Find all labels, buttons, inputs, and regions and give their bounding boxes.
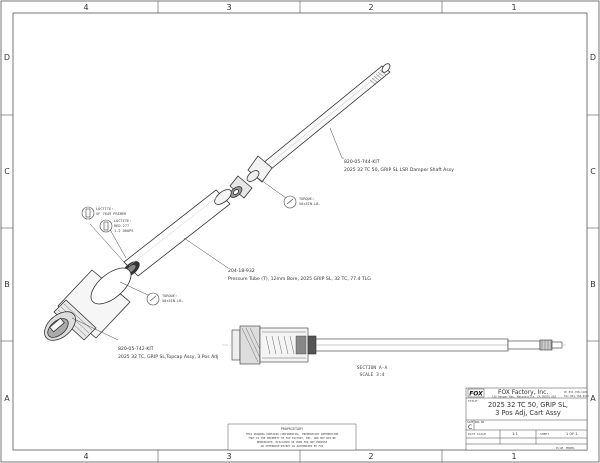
zone-col-bottom-2: 2: [368, 452, 373, 461]
shaft-collar: [247, 155, 273, 183]
proe-value: MODEL: [566, 446, 575, 450]
proprietary-notice: PROPRIETARY THIS DRAWING CONTAINS CONFID…: [227, 423, 357, 451]
zone-row-left-b: B: [4, 280, 10, 289]
topcap-part-number: 820-05-742-KIT: [118, 346, 154, 352]
inner-border: [12, 12, 588, 451]
sheet-label: SHEET: [540, 432, 549, 436]
shaft-part-number: 820-05-744-KIT: [344, 159, 380, 165]
tube-description: Pressure Tube (T), 12mm Bore, 2025 GRIP …: [228, 276, 371, 282]
zone-col-bottom-1: 1: [511, 452, 516, 461]
section-view: [222, 325, 566, 365]
plot-scale-label: PLOT SCALE: [468, 432, 486, 436]
loctite-a-label: LOCTITE:: [96, 207, 113, 211]
topcap-assembly: [44, 267, 132, 341]
company-address: 130 Hangar Way, Watsonville, CA 95076 US…: [492, 394, 556, 398]
section-label: SECTION A-A: [357, 365, 388, 371]
fox-logo: FOX: [467, 388, 485, 398]
notice-line-3: REPRODUCED, DISCLOSED OR USED FOR ANY PU…: [257, 440, 328, 444]
shaft-tip: [381, 63, 391, 73]
size-label: SIZE DWG NO: [467, 420, 485, 424]
torque-a-label: TORQUE:: [299, 197, 314, 201]
damper-shaft-assembly: [229, 63, 391, 199]
torque-b-label: TORQUE:: [162, 294, 177, 298]
loctite-b-label: LOCTITE:: [114, 219, 131, 223]
zone-col-bottom-3: 3: [226, 452, 231, 461]
torque-a-value: 50±5IN-LB.: [299, 202, 321, 206]
plot-scale-value: 1:1: [512, 432, 518, 436]
tube-part-number: 204-18-932: [228, 268, 255, 274]
loctite-b-value: RED 277: [114, 224, 129, 228]
zone-row-right-d: D: [590, 53, 596, 62]
notice-line-1: THIS DRAWING CONTAINS CONFIDENTIAL, PROP…: [246, 432, 339, 436]
zone-col-top-1: 1: [511, 3, 516, 12]
drawing-title-line-2: 3 Pos Adj, Cart Assy: [495, 409, 561, 417]
loctite-a-value: SF 7649 PRIMER: [96, 212, 127, 216]
title-block: [465, 387, 588, 451]
zone-col-top-3: 3: [226, 3, 231, 12]
drawing-title-line-1: 2025 32 TC 50, GRIP SL,: [488, 401, 568, 409]
zone-row-right-b: B: [590, 280, 596, 289]
shaft-nut: [229, 175, 253, 199]
zone-row-left-d: D: [4, 53, 10, 62]
torque-b-value: 50±5IN-LB.: [162, 299, 184, 303]
zone-row-right-c: C: [590, 167, 596, 176]
loctite-icon: [81, 206, 113, 233]
zone-col-top-2: 2: [368, 3, 373, 12]
shaft-description: 2025 32 TC 50, GRIP SL LSR Damper Shaft …: [344, 167, 454, 173]
leader-lines: [71, 127, 344, 341]
company-name: FOX Factory, Inc.: [498, 389, 548, 396]
size-value: C: [468, 424, 472, 431]
zone-col-bottom-4: 4: [83, 452, 88, 461]
company-phone: Ph 831-768-1100: [564, 390, 588, 394]
loctite-b-drops: 1-2 DROPS: [114, 229, 133, 233]
torque-icon: [146, 195, 297, 306]
proe-label: ProE: [556, 446, 563, 450]
pressure-tube: [122, 189, 232, 277]
zone-labels: 4 3 2 1 4 3 2 1 D C B A D C B A: [4, 3, 596, 461]
notice-line-4: OR OTHERWISE EXCEPT AS AUTHORIZED BY FOX: [261, 444, 324, 448]
zone-row-left-c: C: [4, 167, 10, 176]
sheet-value: 1 OF 1: [566, 432, 578, 436]
topcap-description: 2025 32 TC, GRIP SL,Topcap Assy, 3 Pos A…: [118, 354, 218, 360]
zone-col-top-4: 4: [83, 3, 88, 12]
section-hatching: [262, 331, 307, 359]
notice-line-2: THAT IS THE PROPERTY OF FOX FACTORY, INC…: [248, 436, 336, 440]
section-scale: SCALE 3:4: [360, 372, 385, 378]
logo-text: FOX: [469, 391, 483, 398]
company-fax: Fax 831-768-9312: [564, 394, 589, 398]
shaft-thread: [369, 69, 387, 86]
zone-row-left-a: A: [4, 394, 10, 403]
title-label: TITLE:: [468, 399, 479, 403]
callout-texts: 820-05-744-KIT 2025 32 TC 50, GRIP SL LS…: [96, 159, 454, 360]
zone-row-right-a: A: [590, 394, 596, 403]
notice-title: PROPRIETARY: [281, 427, 303, 431]
